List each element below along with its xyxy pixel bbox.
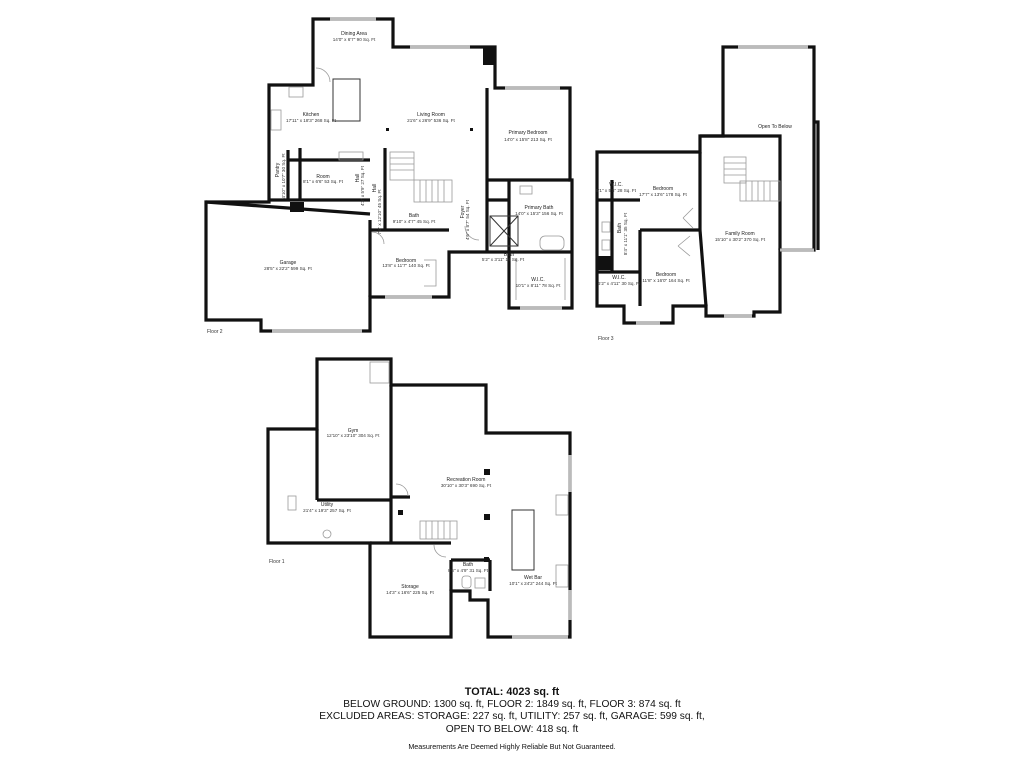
room-dims: 10'1" x 24'2" 244 Sq. Ft [509, 581, 557, 586]
room-name: Wet Bar [524, 575, 542, 581]
room-name: Garage [280, 260, 297, 266]
room-dims: 8'6" x 4'9" 31 Sq. Ft [448, 568, 489, 573]
room-name: W.I.C. [531, 277, 545, 283]
room-name: Bath [409, 213, 420, 219]
room-dims: 30'10" x 30'3" 690 Sq. Ft [441, 483, 492, 488]
room-dims: 10'1" x 8'11" 78 Sq. Ft [516, 283, 561, 288]
room-dims: 14'0" x 6'7" 90 Sq. Ft [333, 37, 376, 42]
room-name: Foyer [460, 205, 466, 218]
room-name: Storage [401, 584, 419, 590]
room-dims: 4'3" x 5'9" 27 Sq. Ft [360, 165, 365, 206]
room-dims: 12'10" x 23'10" 304 Sq. Ft [327, 433, 380, 438]
room-dims: 5'1" x 5'5" 28 Sq. Ft [596, 188, 637, 193]
room-name: Family Room [725, 231, 754, 237]
floor-1-plan [266, 357, 572, 639]
floor-label: Floor 1 [269, 559, 285, 565]
room-dims: 21'4" x 19'3" 257 Sq. Ft [303, 508, 351, 513]
room-dims: 13'8" x 11'7" 140 Sq. Ft [382, 263, 430, 268]
room-dims: 4'10" x 10'7" 30 Sq. Ft [281, 153, 286, 199]
room-name: Primary Bedroom [509, 130, 548, 136]
room-name: Hall [355, 174, 361, 183]
room-name: Primary Bath [525, 205, 554, 211]
floor-2-plan [204, 17, 574, 333]
room-name: Recreation Room [447, 477, 486, 483]
room-dims: 28'5" x 22'2" 599 Sq. Ft [264, 266, 312, 271]
room-name: Open To Below [758, 124, 792, 130]
room-name: Hall [372, 184, 378, 193]
room-dims: 14'0" x 15'3" 156 Sq. Ft [515, 211, 563, 216]
room-name: Kitchen [303, 112, 320, 118]
room-name: Gym [348, 428, 359, 434]
summary-line: EXCLUDED AREAS: STORAGE: 227 sq. ft, UTI… [319, 711, 705, 722]
room-dims: 8'1" x 6'6" 53 Sq. Ft [303, 179, 344, 184]
room-name: Room [316, 174, 329, 180]
floor-label: Floor 3 [598, 336, 614, 342]
room-dims: 9'10" x 4'7" 45 Sq. Ft [393, 219, 436, 224]
room-name: Bath [463, 562, 474, 568]
room-name: W.I.C. [612, 275, 626, 281]
room-dims: 17'7" x 13'6" 178 Sq. Ft [639, 192, 687, 197]
room-name: Bath [504, 252, 515, 258]
disclaimer: Measurements Are Deemed Highly Reliable … [408, 742, 616, 751]
room-dims: 21'6" x 26'9" 536 Sq. Ft [407, 118, 455, 123]
room-dims: 15'10" x 30'2" 370 Sq. Ft [715, 237, 766, 242]
room-name: Bedroom [656, 272, 676, 278]
room-name: Bath [617, 223, 623, 234]
room-name: Pantry [275, 162, 281, 177]
room-name: Utility [321, 502, 334, 508]
area-summary: TOTAL: 4023 sq. ft BELOW GROUND: 1300 sq… [0, 686, 1024, 736]
room-dims: 11'8" x 16'0" 164 Sq. Ft [642, 278, 690, 283]
room-name: Dining Area [341, 31, 367, 37]
room-dims: 14'0" x 15'8" 213 Sq. Ft [504, 137, 552, 142]
floor-2-labels: Dining Area 14'0" x 6'7" 90 Sq. Ft Kitch… [207, 31, 564, 335]
floor-3-plan [595, 45, 820, 325]
room-dims: 7'0" x 12'10" 45 Sq. Ft [377, 189, 382, 235]
room-name: W.I.C. [609, 182, 623, 188]
room-dims: 4'6" x 8'7" 54 Sq. Ft [465, 199, 470, 240]
floor-3-labels: Open To Below W.I.C. 5'1" x 5'5" 28 Sq. … [596, 124, 792, 342]
floor-label: Floor 2 [207, 329, 223, 335]
summary-line: BELOW GROUND: 1300 sq. ft, FLOOR 2: 1849… [343, 698, 681, 710]
room-dims: 17'11" x 18'3" 268 Sq. Ft [286, 118, 337, 123]
room-dims: 8'4" x 11'1" 35 Sq. Ft [623, 212, 628, 255]
room-name: Bedroom [653, 186, 673, 192]
room-name: Living Room [417, 112, 445, 118]
room-dims: 6'2" x 4'11" 30 Sq. Ft [598, 281, 641, 286]
floor-plan-drawing: Dining Area 14'0" x 6'7" 90 Sq. Ft Kitch… [204, 17, 820, 639]
room-dims: 5'2" x 3'11" 16 Sq. Ft [482, 257, 525, 262]
summary-line: OPEN TO BELOW: 418 sq. ft [445, 723, 579, 735]
room-name: Bedroom [396, 258, 416, 264]
room-dims: 14'3" x 16'6" 225 Sq. Ft [386, 590, 434, 595]
total-area: TOTAL: 4023 sq. ft [464, 686, 560, 698]
floor-1-labels: Gym 12'10" x 23'10" 304 Sq. Ft Recreatio… [269, 428, 558, 595]
